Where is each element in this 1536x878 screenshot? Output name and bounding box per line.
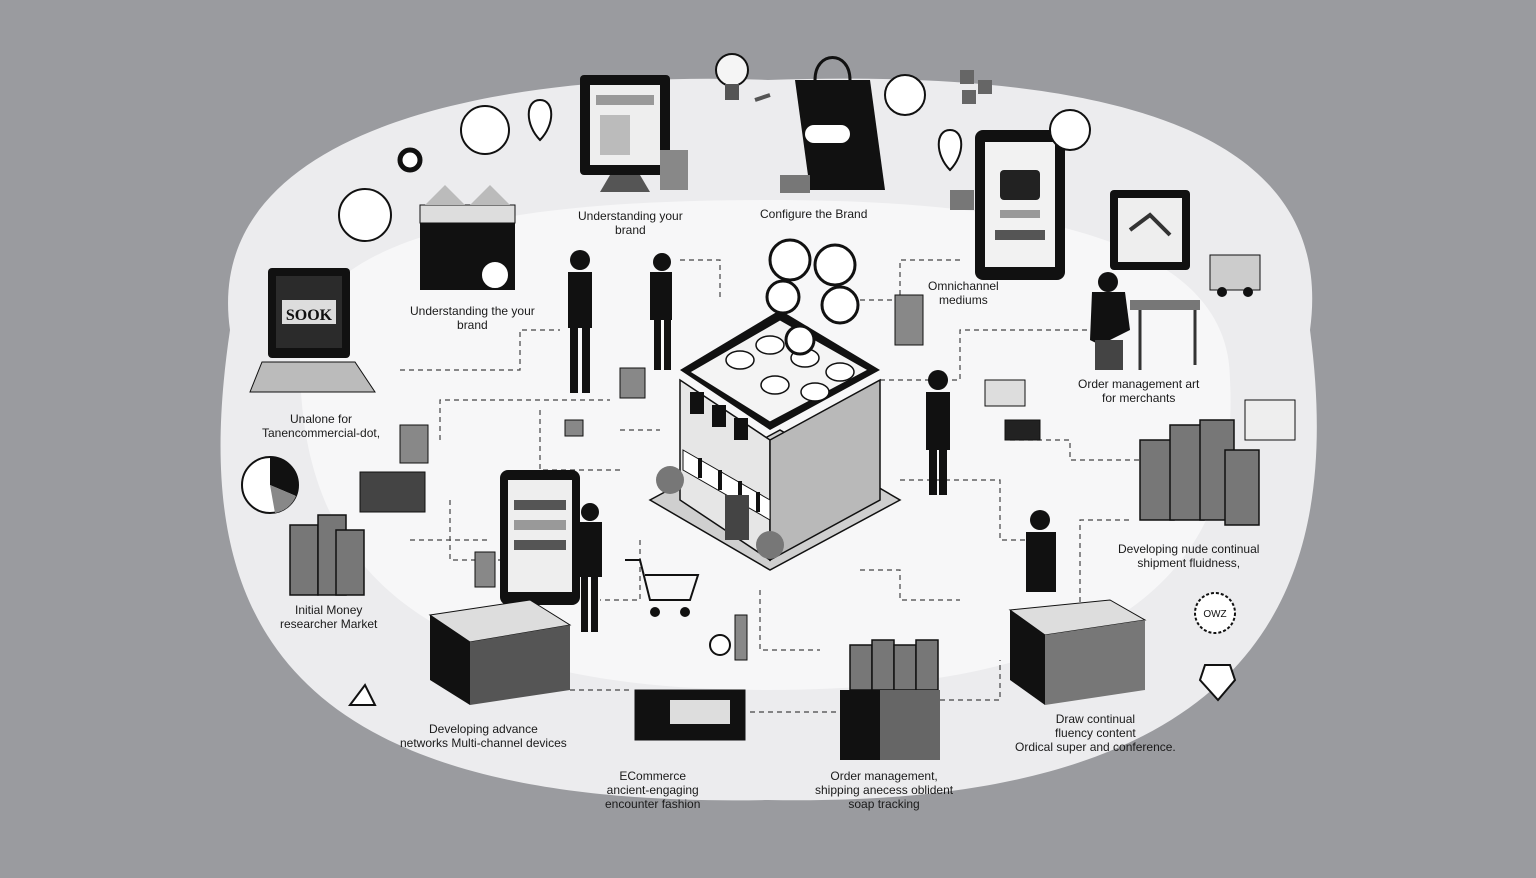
smartphone-icon — [500, 470, 580, 605]
label-order-managing: Order management,shipping anecess oblide… — [815, 769, 954, 811]
shopping-bag-icon — [780, 56, 885, 193]
triangle-icon — [348, 683, 377, 706]
business-people — [568, 250, 1056, 632]
office-worker-desk — [1090, 190, 1261, 370]
location-pin-icon — [527, 98, 963, 172]
tablet-icon — [950, 130, 1065, 280]
coin-stacks — [289, 419, 1260, 691]
diamond-icon — [1198, 664, 1237, 702]
dashed-connectors — [400, 259, 1140, 713]
small-packages — [359, 294, 1296, 588]
shipping-boxes — [428, 599, 1147, 760]
decorative-circles — [338, 74, 1091, 242]
pie-chart-icon — [241, 456, 299, 514]
svg-text:OWZ: OWZ — [1203, 609, 1226, 620]
laptop-icon — [249, 268, 376, 393]
laptop-screen-text: SOOK — [286, 307, 333, 324]
label-configure-brand: Configure the Brand — [760, 207, 868, 221]
gift-box-icon — [419, 185, 516, 290]
lightbulb-icon — [715, 53, 771, 102]
storefront-building — [648, 238, 902, 571]
shopping-cart-icon — [625, 559, 700, 617]
cylinder-icon — [709, 614, 748, 661]
badge-icon: OWZ — [1194, 592, 1236, 634]
puzzle-icon — [960, 70, 992, 104]
desktop-monitor-icon — [580, 75, 688, 192]
